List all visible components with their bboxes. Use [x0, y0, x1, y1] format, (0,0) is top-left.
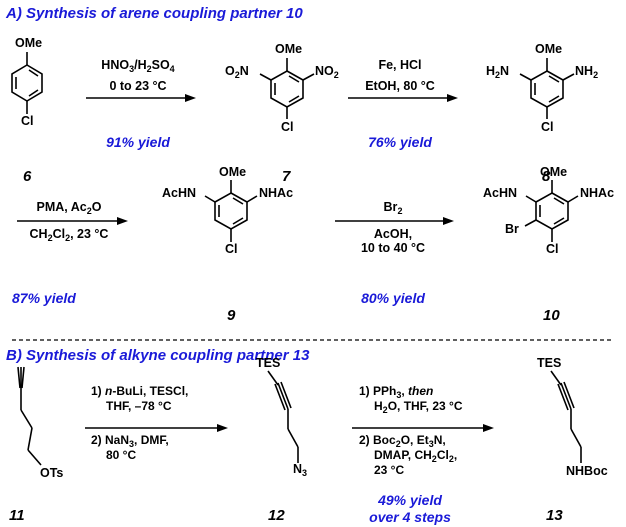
compound-11-number: 11 — [9, 507, 25, 524]
compound-6-methoxy-label: OMe — [15, 36, 43, 50]
compound-13-tes-label: TES — [537, 356, 562, 370]
compound-10-acetamide-right-label: NHAc — [580, 186, 615, 200]
step-6-line-3: 2) Boc2O, Et3N, — [359, 433, 446, 449]
compound-12-azide-label: N3 — [293, 462, 308, 478]
step-5-line-3: 2) NaN3, DMF, — [91, 433, 169, 449]
step-3-reagents: PMA, Ac2O — [36, 200, 102, 216]
compound-8-number: 8 — [542, 168, 551, 185]
step-3-yield: 87% yield — [12, 290, 76, 306]
step-5-line-1: 1) n-BuLi, TESCl, — [91, 384, 189, 398]
compound-7-nitro-left-label: O2N — [225, 64, 249, 80]
step-2-reagents: Fe, HCl — [378, 58, 422, 72]
compound-6-number: 6 — [23, 168, 32, 185]
compound-9-acetamide-left-label: AcHN — [162, 186, 197, 200]
compound-9-chloro-label: Cl — [225, 242, 238, 256]
compound-8-chloro-label: Cl — [541, 120, 554, 134]
compound-10-structure — [524, 180, 579, 242]
step-6-yield-note: over 4 steps — [369, 509, 451, 525]
reaction-arrows — [17, 94, 494, 432]
compound-10-chloro-label: Cl — [546, 242, 559, 256]
compound-9-number: 9 — [227, 307, 236, 324]
step-4-reagent: Br2 — [383, 200, 403, 216]
compound-9-structure — [204, 180, 258, 242]
step-1-temperature: 0 to 23 °C — [109, 79, 167, 93]
compound-10-methoxy-label: OMe — [540, 165, 568, 179]
compound-7-number: 7 — [282, 168, 291, 185]
compound-9-methoxy-label: OMe — [219, 165, 247, 179]
step-4-temperature: 10 to 40 °C — [360, 241, 426, 255]
compound-13-nhboc-label: NHBoc — [566, 464, 608, 478]
compound-6-structure — [11, 52, 43, 114]
step-6-yield: 49% yield — [378, 492, 442, 508]
compound-7-nitro-right-label: NO2 — [315, 64, 339, 80]
section-b-title: B) Synthesis of alkyne coupling partner … — [6, 347, 310, 364]
compound-8-amine-right-label: NH2 — [575, 64, 599, 80]
compound-7-structure — [259, 58, 315, 119]
compound-6-chloro-label: Cl — [21, 114, 34, 128]
compound-9-acetamide-right-label: NHAc — [259, 186, 294, 200]
compound-12-number: 12 — [268, 507, 285, 524]
compound-11-structure — [17, 366, 42, 466]
compound-10-bromo-label: Br — [505, 222, 519, 236]
compound-12-structure — [267, 370, 299, 463]
compound-13-structure — [550, 370, 582, 463]
step-1-reagents: HNO3/H2SO4 — [101, 58, 175, 74]
step-3-conditions: CH2Cl2, 23 °C — [29, 227, 109, 243]
compound-7-chloro-label: Cl — [281, 120, 294, 134]
step-6-line-4: DMAP, CH2Cl2, — [374, 448, 458, 464]
compound-8-structure — [519, 58, 575, 119]
step-2-yield: 76% yield — [368, 134, 432, 150]
compound-12-tes-label: TES — [256, 356, 281, 370]
compound-8-amine-left-label: H2N — [486, 64, 510, 80]
step-6-line-2: H2O, THF, 23 °C — [374, 399, 463, 415]
step-2-conditions: EtOH, 80 °C — [365, 79, 435, 93]
step-4-yield: 80% yield — [361, 290, 425, 306]
step-6-line-1: 1) PPh3, then — [359, 384, 434, 400]
step-4-solvent: AcOH, — [373, 227, 413, 241]
section-a-title: A) Synthesis of arene coupling partner 1… — [6, 5, 303, 22]
step-1-yield: 91% yield — [106, 134, 170, 150]
compound-10-number: 10 — [543, 307, 560, 324]
compound-7-methoxy-label: OMe — [275, 42, 303, 56]
step-5-line-4: 80 °C — [106, 448, 137, 462]
step-6-line-5: 23 °C — [374, 463, 405, 477]
compound-13-number: 13 — [546, 507, 563, 524]
compound-11-tosylate-label: OTs — [40, 466, 64, 480]
compound-10-acetamide-left-label: AcHN — [483, 186, 518, 200]
step-5-line-2: THF, –78 °C — [106, 399, 172, 413]
compound-8-methoxy-label: OMe — [535, 42, 563, 56]
